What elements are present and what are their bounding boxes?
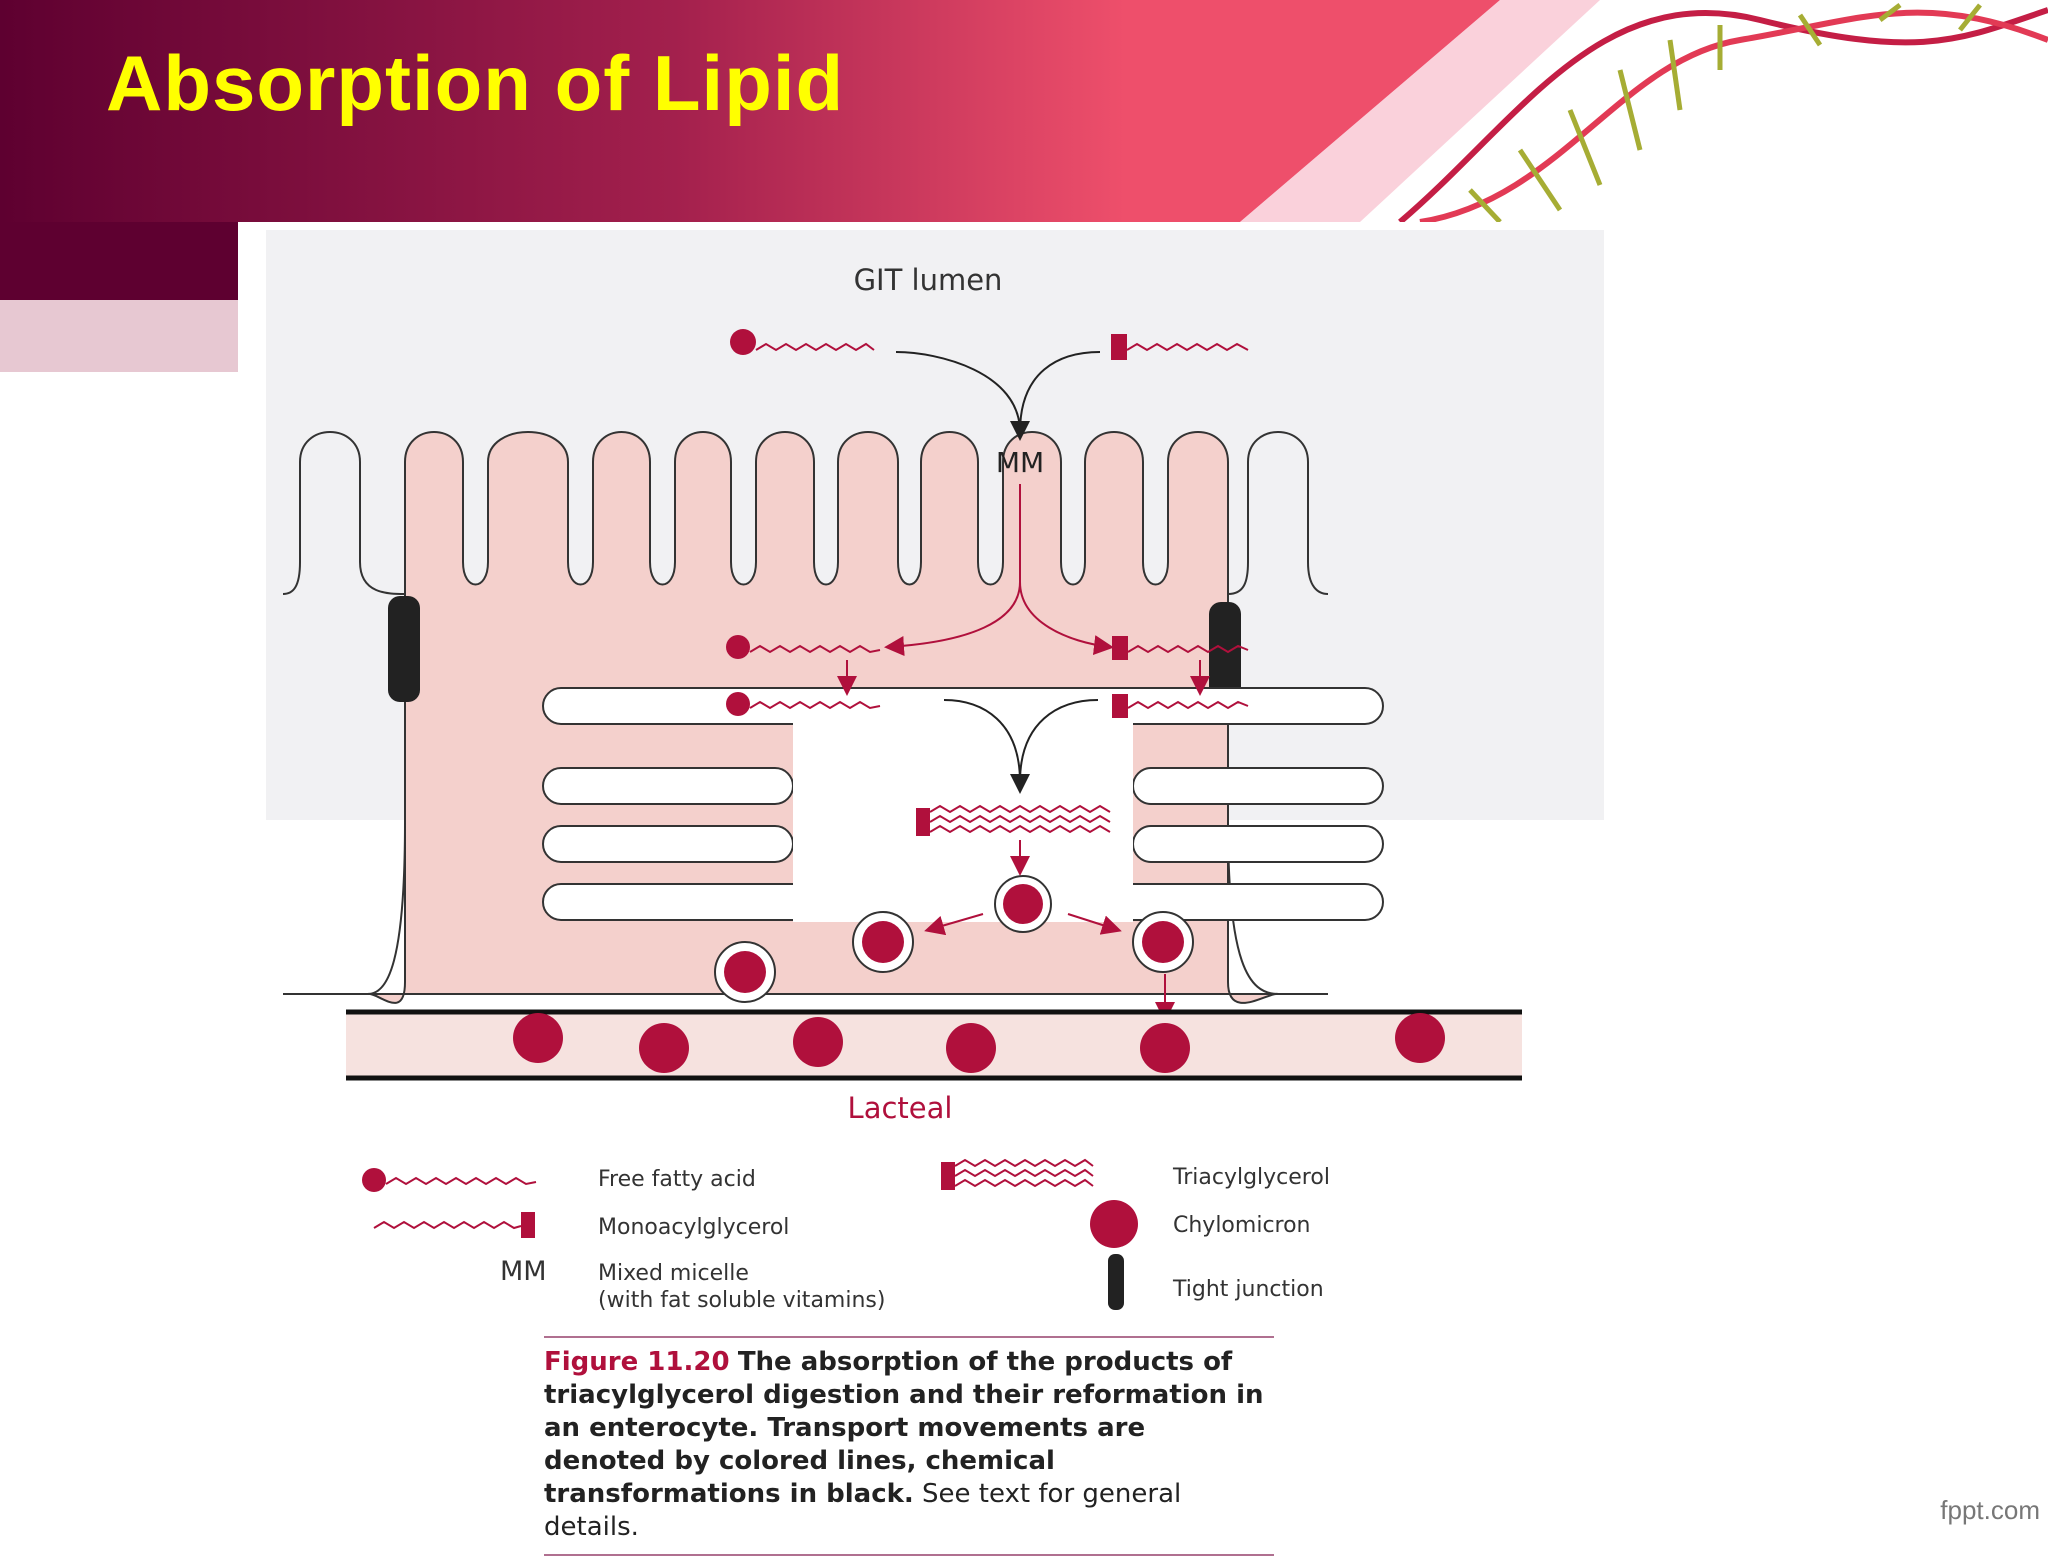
tight-junction: [388, 596, 420, 702]
legend-triacylglycerol-icon: [941, 1158, 1094, 1190]
figure-number: Figure 11.20: [544, 1347, 730, 1377]
figure-caption: Figure 11.20 The absorption of the produ…: [544, 1336, 1274, 1556]
legend-monoacylglycerol: Monoacylglycerol: [598, 1215, 789, 1240]
legend-mm-abbrev: MM: [500, 1256, 547, 1287]
lumen-label: GIT lumen: [854, 263, 1003, 297]
slide-title: Absorption of Lipid: [106, 39, 845, 127]
legend-free-fatty-acid-icon: [362, 1168, 537, 1192]
footer-brand: fppt.com: [1940, 1495, 2040, 1525]
legend-monoacylglycerol-icon: [373, 1212, 535, 1238]
caption-bold-text: The absorption of the products of triacy…: [544, 1347, 1264, 1509]
legend: Free fatty acid Monoacylglycerol MM Mixe…: [362, 1158, 1330, 1313]
legend-mixed-micelle-note: (with fat soluble vitamins): [598, 1288, 885, 1313]
lipid-absorption-figure: MM GIT lume: [238, 222, 1624, 1536]
legend-mixed-micelle: Mixed micelle: [598, 1261, 749, 1286]
legend-tight-junction: Tight junction: [1172, 1277, 1324, 1302]
legend-triacylglycerol: Triacylglycerol: [1172, 1165, 1330, 1190]
header-banner: [0, 0, 2048, 372]
legend-chylomicron-icon: [1090, 1200, 1138, 1248]
tight-junction: [1209, 602, 1241, 708]
micelle-label: MM: [996, 446, 1044, 479]
endoplasmic-reticulum: [542, 687, 1384, 922]
legend-tight-junction-icon: [1108, 1254, 1124, 1310]
lacteal-label: Lacteal: [848, 1091, 953, 1125]
legend-free-fatty-acid: Free fatty acid: [598, 1167, 756, 1192]
dna-helix-icon: [1398, 3, 2048, 225]
legend-chylomicron: Chylomicron: [1173, 1213, 1311, 1238]
